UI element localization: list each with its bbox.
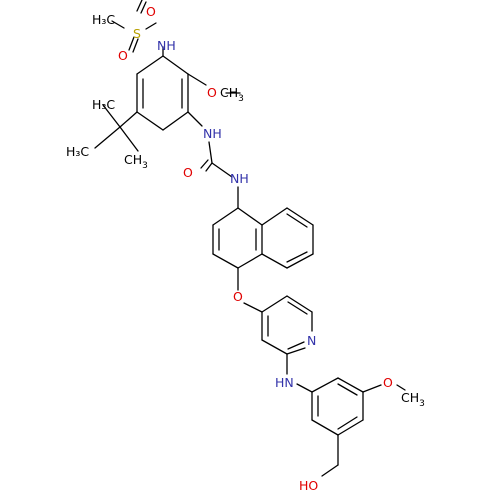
bond-57 <box>337 383 358 396</box>
atom-label-urea-nh-2: NH <box>230 171 249 186</box>
bond-13 <box>136 55 164 75</box>
bond-54 <box>296 383 313 393</box>
bond-9 <box>162 111 189 131</box>
atom-label-urea-o: O <box>183 165 193 180</box>
atom-label-tbutyl-h3c-left: H₃C <box>92 97 115 112</box>
bond-35 <box>261 207 288 226</box>
bond-30 <box>212 253 239 269</box>
atom-label-methoxy-bottom-o: O <box>383 375 393 390</box>
bond-36 <box>286 207 314 226</box>
bond-25 <box>211 162 233 178</box>
bond-49 <box>287 341 305 350</box>
atom-label-methyl-sulfonyl: H₃C <box>92 12 115 27</box>
bond-59 <box>337 419 364 436</box>
bond-layer <box>94 0 406 477</box>
bond-46 <box>287 301 308 315</box>
atom-label-methoxy-bottom-sub: 3 <box>419 399 425 409</box>
bond-5 <box>136 0 143 12</box>
bond-2 <box>132 38 139 53</box>
bond-48 <box>286 347 306 355</box>
bond-55 <box>311 377 339 393</box>
bond-50 <box>261 339 288 355</box>
bond-6 <box>162 55 189 75</box>
bond-24 <box>200 159 209 169</box>
bond-15 <box>187 73 207 86</box>
atom-label-ether-o: O <box>233 289 243 304</box>
atom-label-pyridine-n: N <box>307 333 316 348</box>
bond-65 <box>396 384 406 391</box>
bond-64 <box>362 384 382 393</box>
atom-label-sulfonamide-nh: NH <box>157 38 176 53</box>
bond-10 <box>136 111 164 131</box>
bond-0 <box>111 20 125 29</box>
bond-67 <box>321 464 339 477</box>
bond-21 <box>102 104 121 128</box>
atom-label-tbutyl-ch3-sub: 3 <box>142 161 148 171</box>
bond-34 <box>237 207 263 226</box>
atom-label-amine-hn: HN <box>275 375 294 390</box>
atom-label-tbutyl-h3c-right: H₃C <box>66 144 89 159</box>
bond-17 <box>187 111 203 127</box>
bond-20 <box>119 126 139 152</box>
bond-56 <box>337 377 364 393</box>
bond-23 <box>205 162 213 172</box>
bond-22 <box>208 141 213 164</box>
atom-label-sulfonyl-o-top: O <box>146 4 156 19</box>
atom-label-methoxy-bottom-ch3: CH3 <box>401 390 425 409</box>
bond-44 <box>261 295 288 313</box>
bond-60 <box>337 416 358 430</box>
bond-37 <box>286 213 308 228</box>
bond-1 <box>145 22 157 30</box>
bond-3 <box>128 36 135 51</box>
bond-4 <box>140 1 147 14</box>
atom-label-urea-nh-1: NH <box>203 126 222 141</box>
atom-label-sulfur: S <box>133 26 141 41</box>
atom-label-methoxy-top-o: O <box>207 85 217 100</box>
atom-label-sulfonyl-o-bottom: O <box>118 48 128 63</box>
bond-27 <box>212 207 239 226</box>
atom-label-methoxy-top-sub: 3 <box>238 94 244 104</box>
bond-19 <box>94 126 121 149</box>
bond-45 <box>286 295 313 313</box>
atom-label-tbutyl-ch3: CH3 <box>124 152 148 171</box>
bond-41 <box>261 253 288 269</box>
bond-18 <box>119 111 138 128</box>
bond-39 <box>286 253 314 269</box>
bond-43 <box>243 302 263 313</box>
bond-40 <box>286 251 308 263</box>
atom-label-methoxy-top-ch3: CH3 <box>220 85 244 104</box>
atom-label-hydroxyl: HO <box>299 478 318 493</box>
bond-61 <box>311 419 339 436</box>
bond-31 <box>237 253 263 269</box>
